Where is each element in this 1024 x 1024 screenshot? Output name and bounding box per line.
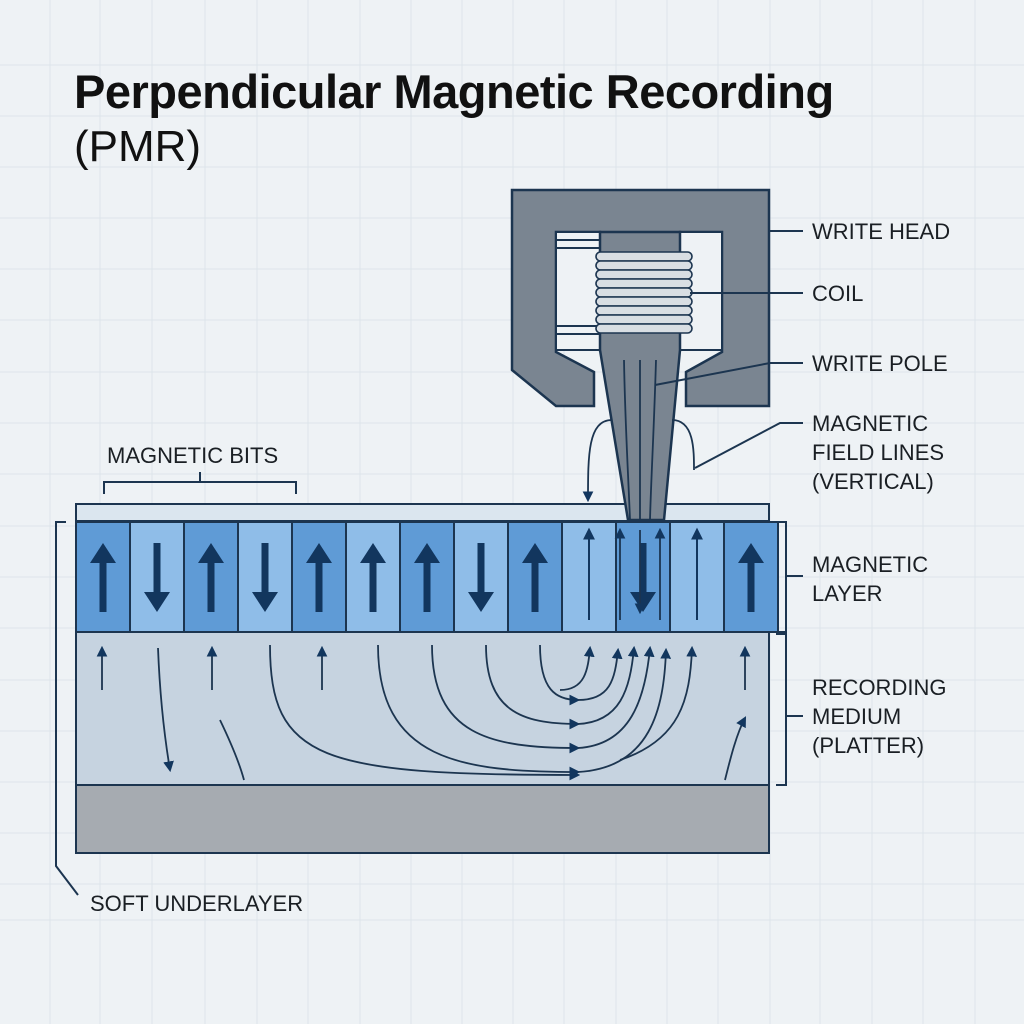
magnetic-layer-label-1: MAGNETIC — [812, 552, 928, 577]
magnetic-bit — [183, 521, 239, 633]
bit-up-arrow — [198, 543, 224, 612]
leader-lines — [654, 230, 803, 786]
coil-winding — [595, 269, 693, 280]
magnetic-bits-bracket — [103, 472, 297, 494]
magnetic-bit — [399, 521, 455, 633]
coil-winding — [595, 260, 693, 271]
field-lines-medium — [269, 644, 698, 781]
bit-down-arrow — [630, 543, 656, 612]
coil-winding — [595, 305, 693, 316]
write-pole-label: WRITE POLE — [812, 351, 948, 376]
magnetic-bit — [453, 521, 509, 633]
soft-underlayer — [75, 784, 770, 854]
bit-up-arrow — [414, 543, 440, 612]
bit-up-arrow — [306, 543, 332, 612]
bit-down-arrow — [144, 543, 170, 612]
diagram-title: Perpendicular Magnetic Recording — [74, 65, 834, 118]
magnetic-bit — [669, 521, 725, 633]
field-lines-vertical — [582, 359, 695, 620]
coil-winding — [595, 314, 693, 325]
magnetic-bit — [345, 521, 401, 633]
soft-underlayer-label: SOFT UNDERLAYER — [90, 891, 303, 916]
bit-up-arrow — [360, 543, 386, 612]
magnetic-bit — [723, 521, 779, 633]
stray-field-arrows — [96, 645, 751, 781]
bit-up-arrow — [738, 543, 764, 612]
coil-winding — [595, 278, 693, 289]
recording-medium-label-3: (PLATTER) — [812, 733, 924, 758]
magnetic-bits-label: MAGNETIC BITS — [107, 443, 278, 468]
coil-winding — [595, 287, 693, 298]
bit-down-arrow — [252, 543, 278, 612]
magnetic-bit — [75, 521, 131, 633]
bit-down-arrow — [468, 543, 494, 612]
diagram-subtitle: (PMR) — [74, 122, 202, 171]
magnetic-bit — [615, 521, 671, 633]
field-lines-label-1: MAGNETIC — [812, 411, 928, 436]
bit-up-arrow — [522, 543, 548, 612]
magnetic-bit — [291, 521, 347, 633]
bit-up-arrow — [90, 543, 116, 612]
magnetic-bit — [507, 521, 563, 633]
recording-medium-label-2: MEDIUM — [812, 704, 901, 729]
coil-winding — [595, 323, 693, 334]
magnetic-bit — [561, 521, 617, 633]
magnetic-bit — [237, 521, 293, 633]
coil-winding — [595, 251, 693, 262]
coil-label: COIL — [812, 281, 863, 306]
recording-medium-label-1: RECORDING — [812, 675, 946, 700]
soft-underlayer-bracket — [55, 521, 79, 896]
coil-winding — [595, 296, 693, 307]
write-head-label: WRITE HEAD — [812, 219, 950, 244]
magnetic-layer — [75, 521, 779, 633]
field-lines-label-3: (VERTICAL) — [812, 469, 934, 494]
coil — [556, 239, 693, 335]
field-lines-label-2: FIELD LINES — [812, 440, 944, 465]
magnetic-layer-label-2: LAYER — [812, 581, 883, 606]
magnetic-bit — [129, 521, 185, 633]
